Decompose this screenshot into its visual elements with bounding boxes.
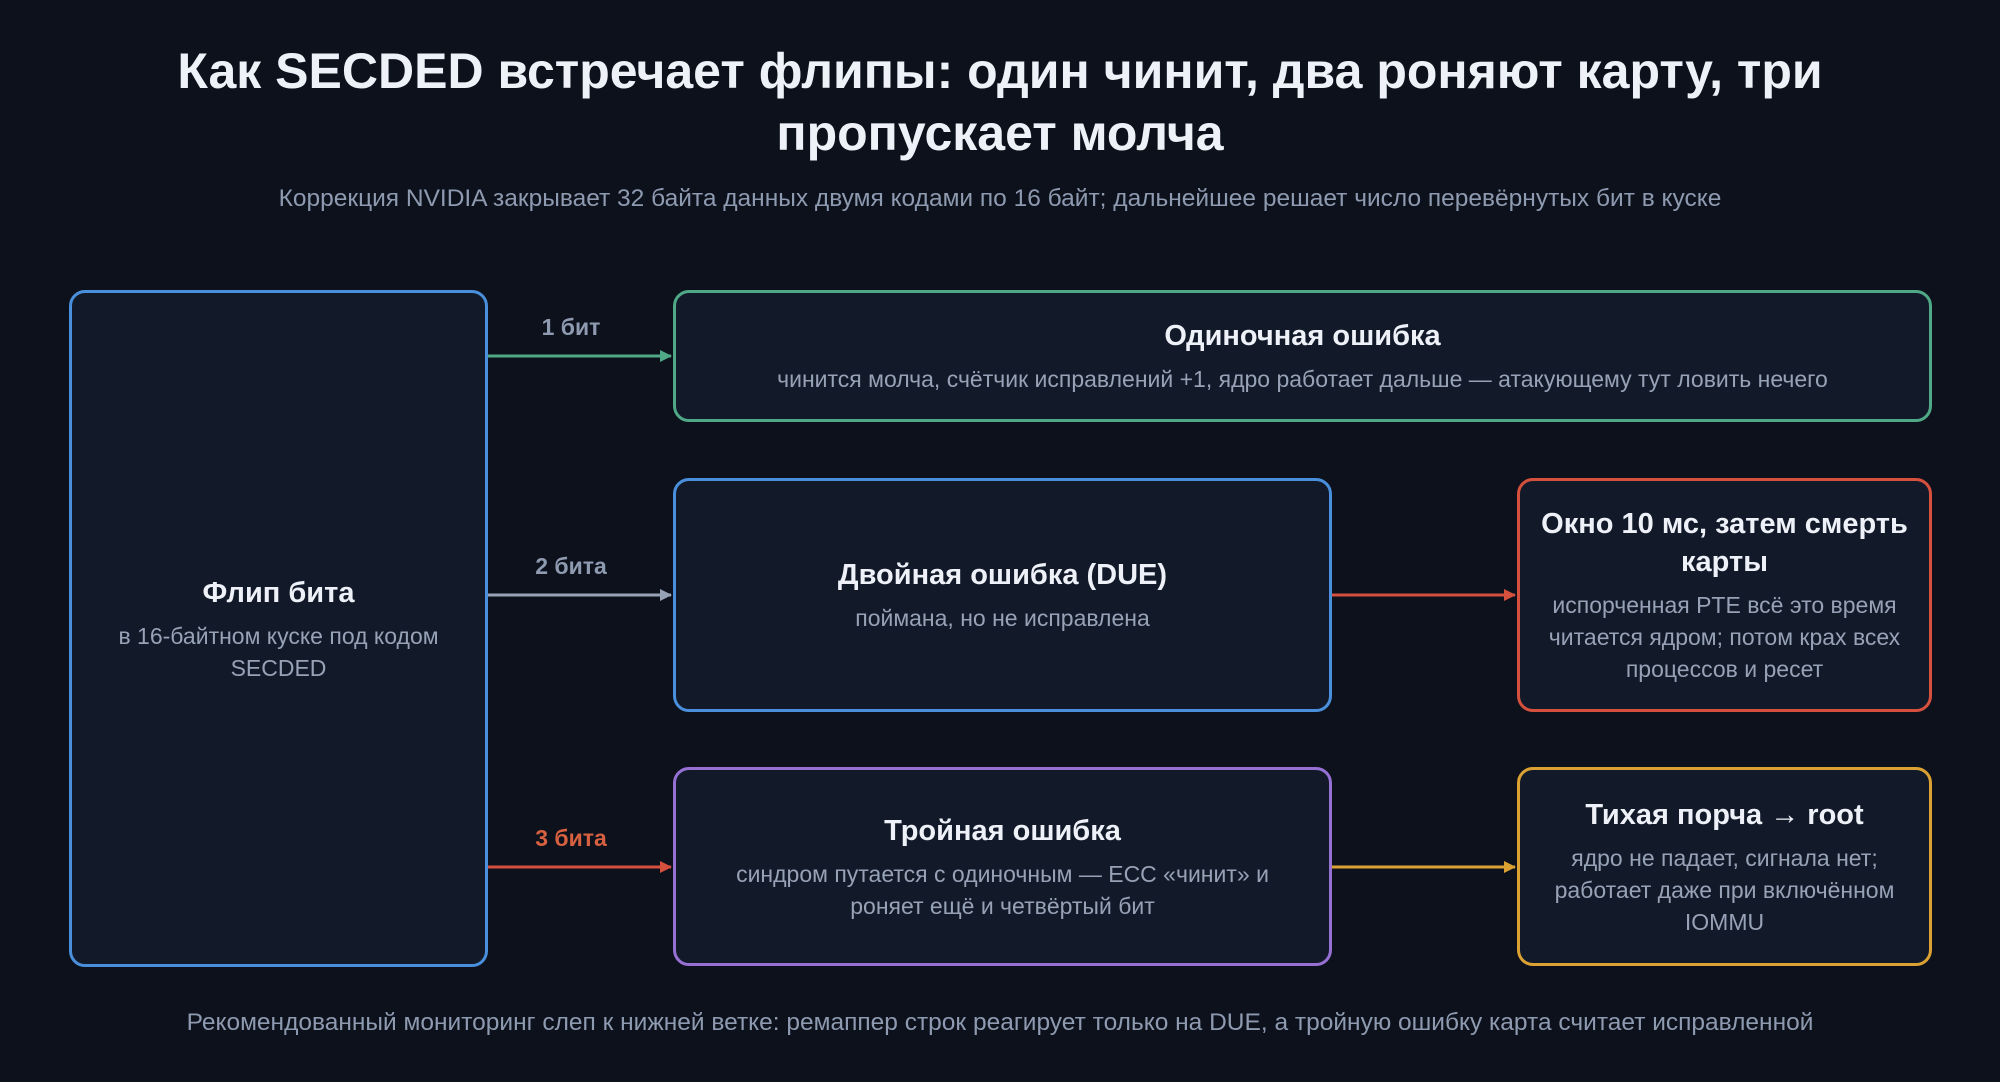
node-double-error-title: Двойная ошибка (DUE)	[837, 559, 1168, 591]
node-triple-error: Тройная ошибка синдром путается с одиноч…	[673, 767, 1332, 966]
edge-label-1-bit: 1 бит	[541, 314, 601, 340]
node-triple-error-desc: синдром путается с одиночным — ECC «чини…	[736, 860, 1269, 919]
node-card-death-desc: испорченная PTE всё это время читается я…	[1548, 592, 1901, 682]
node-silent-corruption-desc: ядро не падает, сигнала нет; работает да…	[1554, 844, 1895, 935]
node-triple-error-title: Тройная ошибка	[884, 814, 1121, 847]
node-double-error: Двойная ошибка (DUE) поймана, но не испр…	[673, 478, 1332, 712]
node-double-error-desc: поймана, но не исправлена	[855, 605, 1150, 631]
node-silent-corruption-title: Тихая порча → root	[1585, 798, 1864, 831]
edge-label-3-bits: 3 бита	[535, 825, 607, 851]
node-card-death-title: Окно 10 мс, затем смерть карты	[1541, 508, 1908, 578]
node-bit-flip-title: Флип бита	[202, 576, 355, 609]
node-single-error: Одиночная ошибка чинится молча, счётчик …	[673, 290, 1932, 422]
node-single-error-title: Одиночная ошибка	[1164, 320, 1441, 352]
node-bit-flip-desc: в 16-байтном куске под кодом SECDED	[118, 622, 439, 681]
edge-label-2-bits: 2 бита	[535, 553, 607, 579]
diagram-subtitle: Коррекция NVIDIA закрывает 32 байта данн…	[278, 185, 1722, 212]
node-bit-flip: Флип бита в 16-байтном куске под кодом S…	[69, 290, 488, 967]
node-card-death: Окно 10 мс, затем смерть карты испорченн…	[1517, 478, 1932, 712]
node-single-error-desc: чинится молча, счётчик исправлений +1, я…	[777, 366, 1828, 392]
diagram-title: Как SECDED встречает флипы: один чинит, …	[177, 43, 1823, 161]
node-silent-corruption: Тихая порча → root ядро не падает, сигна…	[1517, 767, 1932, 966]
diagram-footnote: Рекомендованный мониторинг слеп к нижней…	[186, 1009, 1814, 1036]
